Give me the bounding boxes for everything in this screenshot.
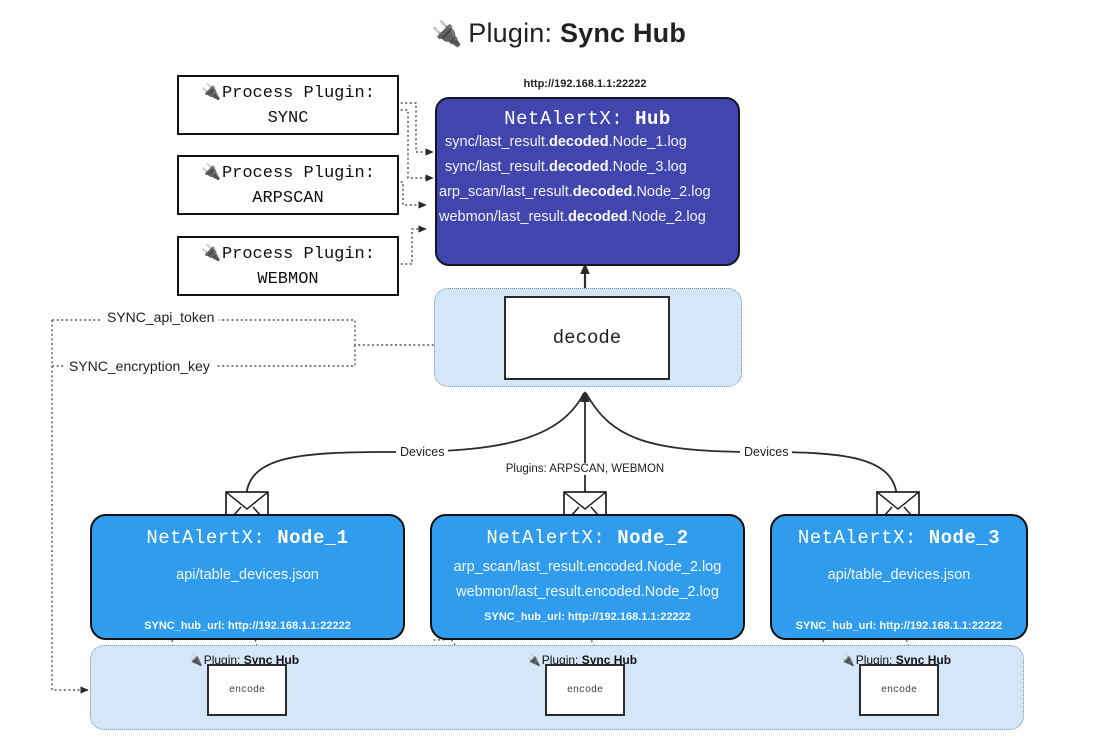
sync-api-token-label: SYNC_api_token xyxy=(102,309,220,325)
node-line: api/table_devices.json xyxy=(176,567,319,583)
node-title: NetAlertX: Node_3 xyxy=(797,527,1001,549)
process-plugin-value: WEBMON xyxy=(257,270,319,289)
hub-log-line: sync/last_result.decoded.Node_1.log xyxy=(445,134,687,150)
plugins-center-label: Plugins: ARPSCAN, WEBMON xyxy=(501,463,669,475)
hub-log-line: webmon/last_result.decoded.Node_2.log xyxy=(439,209,706,225)
node-line: webmon/last_result.encoded.Node_2.log xyxy=(456,584,719,600)
title-name: Sync Hub xyxy=(559,18,687,48)
process-plugin-webmon[interactable]: 🔌Process Plugin: WEBMON xyxy=(177,236,399,296)
node-2[interactable]: NetAlertX: Node_2 arp_scan/last_result.e… xyxy=(430,514,745,640)
encoder-plugin-label-1: 🔌Plugin: Sync Hub xyxy=(187,653,302,667)
node-title: NetAlertX: Node_1 xyxy=(146,527,349,549)
edge-sync-to-hub xyxy=(396,102,434,156)
hub-log-line: arp_scan/last_result.decoded.Node_2.log xyxy=(439,184,711,200)
devices-right-label: Devices xyxy=(740,445,793,459)
node-footer: SYNC_hub_url: http://192.168.1.1:22222 xyxy=(484,611,691,623)
edge-node1-devices xyxy=(245,392,585,501)
edge-webmon-to-hub xyxy=(396,225,427,265)
hub-log-line: sync/last_result.decoded.Node_3.log xyxy=(445,159,687,175)
encoder-plugin-label-2: 🔌Plugin: Sync Hub xyxy=(525,653,640,667)
hub-url: http://192.168.1.1:22222 xyxy=(523,78,647,90)
plug-icon: 🔌 xyxy=(841,654,855,667)
encode-box-1[interactable]: encode xyxy=(207,664,287,716)
plug-icon: 🔌 xyxy=(189,654,203,667)
process-plugin-label: Process Plugin: xyxy=(221,84,375,103)
node-1[interactable]: NetAlertX: Node_1 api/table_devices.json… xyxy=(90,514,405,640)
process-plugin-sync[interactable]: 🔌Process Plugin: SYNC xyxy=(177,75,399,135)
node-3[interactable]: NetAlertX: Node_3 api/table_devices.json… xyxy=(770,514,1028,640)
process-plugin-arpscan[interactable]: 🔌Process Plugin: ARPSCAN xyxy=(177,155,399,215)
hub-title: NetAlertX: Hub xyxy=(437,108,738,130)
encode-box-2[interactable]: encode xyxy=(545,664,625,716)
devices-left-label: Devices xyxy=(396,445,449,459)
plug-icon: 🔌 xyxy=(201,243,221,262)
decode-box[interactable]: decode xyxy=(504,296,670,380)
process-plugin-value: ARPSCAN xyxy=(252,189,324,208)
encode-box-3[interactable]: encode xyxy=(859,664,939,716)
node-footer: SYNC_hub_url: http://192.168.1.1:22222 xyxy=(795,620,1003,632)
plug-icon: 🔌 xyxy=(201,162,221,181)
hub-title-name: Hub xyxy=(635,108,671,130)
plug-icon: 🔌 xyxy=(527,654,541,667)
process-plugin-value: SYNC xyxy=(267,109,309,128)
node-footer: SYNC_hub_url: http://192.168.1.1:22222 xyxy=(144,620,351,632)
sync-encryption-key-label: SYNC_encryption_key xyxy=(64,358,215,374)
hub-title-prefix: NetAlertX: xyxy=(504,108,624,130)
title-prefix: Plugin: xyxy=(468,18,553,48)
plug-icon: 🔌 xyxy=(430,20,463,48)
encoder-plugin-label-3: 🔌Plugin: Sync Hub xyxy=(839,653,954,667)
node-line: arp_scan/last_result.encoded.Node_2.log xyxy=(453,559,722,575)
page-title: 🔌Plugin: Sync Hub xyxy=(0,18,1117,49)
edge-arpscan-to-hub xyxy=(396,181,427,209)
hub-node[interactable]: NetAlertX: Hub sync/last_result.decoded.… xyxy=(435,97,740,266)
edge-encryption-key xyxy=(51,320,89,694)
node-line: api/table_devices.json xyxy=(827,567,971,583)
node-title: NetAlertX: Node_2 xyxy=(486,527,689,549)
edge-sync-to-hub-2 xyxy=(396,109,434,182)
process-plugin-label: Process Plugin: xyxy=(221,164,375,183)
plug-icon: 🔌 xyxy=(201,82,221,101)
process-plugin-label: Process Plugin: xyxy=(221,245,375,264)
